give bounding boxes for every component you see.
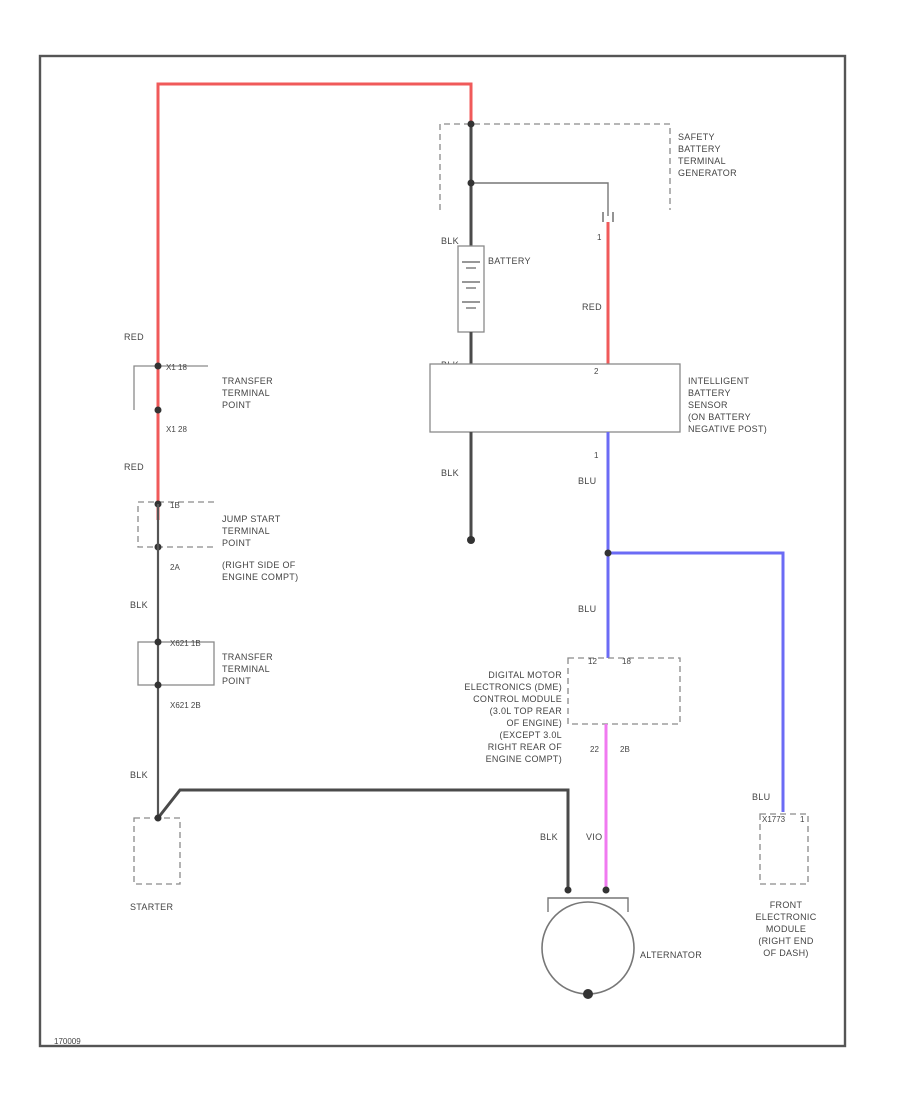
jump-start-label-4: (RIGHT SIDE OF <box>222 560 296 570</box>
dme-pin-12: 12 <box>588 657 597 666</box>
vio-label: VIO <box>586 832 602 842</box>
black-wire-starter-alternator <box>156 788 570 890</box>
dme-pin-22: 22 <box>590 745 599 754</box>
transfer-bottom-label-1: TRANSFER <box>222 652 273 662</box>
ibs-pin-bottom: 1 <box>594 451 599 460</box>
transfer-bottom-node-2 <box>154 681 162 689</box>
svg-text:RIGHT REAR OF: RIGHT REAR OF <box>488 742 562 752</box>
front-module-label: FRONT ELECTRONIC MODULE (RIGHT END OF DA… <box>755 900 816 958</box>
alternator-icon <box>541 901 635 995</box>
safety-terminal-box <box>439 123 671 210</box>
blue-splice-node <box>604 549 612 557</box>
pin-x621-1b: X621 1B <box>170 639 201 648</box>
blu-label-1: BLU <box>578 476 596 486</box>
transfer-top-label-2: TERMINAL <box>222 388 270 398</box>
pin-x1-18: X1 18 <box>166 363 187 372</box>
starter-node <box>154 814 162 822</box>
battery-symbol <box>457 245 485 333</box>
jump-start-label-5: ENGINE COMPT) <box>222 572 298 582</box>
transfer-top-box <box>133 365 208 410</box>
dme-pin-18: 18 <box>622 657 631 666</box>
svg-text:OF DASH): OF DASH) <box>763 948 808 958</box>
safety-terminal-label-1: SAFETY <box>678 132 715 142</box>
safety-connector-icon <box>602 212 614 222</box>
svg-text:ELECTRONIC: ELECTRONIC <box>755 912 816 922</box>
starter-box <box>133 817 181 885</box>
pin-x621-2b: X621 2B <box>170 701 201 710</box>
svg-text:ELECTRONICS (DME): ELECTRONICS (DME) <box>464 682 562 692</box>
dme-module-box <box>567 657 681 725</box>
svg-text:ENGINE COMPT): ENGINE COMPT) <box>486 754 562 764</box>
blu-label-2: BLU <box>578 604 596 614</box>
blk-battery-top-label: BLK <box>441 236 459 246</box>
safety-pin-label: 1 <box>597 233 602 242</box>
blk-left-1-label: BLK <box>130 600 148 610</box>
jump-start-label-2: TERMINAL <box>222 526 270 536</box>
svg-text:OF ENGINE): OF ENGINE) <box>506 718 562 728</box>
blu-label-3: BLU <box>752 792 770 802</box>
transfer-bottom-node-1 <box>154 638 162 646</box>
red-wire-main <box>156 82 473 520</box>
alternator-ground-icon <box>583 989 593 999</box>
svg-text:FRONT: FRONT <box>770 900 803 910</box>
pin-2a: 2A <box>170 563 180 572</box>
fem-pin-b: 1 <box>800 815 805 824</box>
blk-ibs-below-label: BLK <box>441 468 459 478</box>
svg-text:(RIGHT END: (RIGHT END <box>758 936 814 946</box>
alternator-node-d <box>602 886 610 894</box>
ground-icon <box>467 536 475 544</box>
transfer-top-node-1 <box>154 362 162 370</box>
red-left-mid-label: RED <box>124 462 144 472</box>
svg-text:CONTROL MODULE: CONTROL MODULE <box>473 694 562 704</box>
figure-id: 170009 <box>54 1037 81 1046</box>
dme-label: DIGITAL MOTOR ELECTRONICS (DME) CONTROL … <box>464 670 562 764</box>
pin-1b: 1B <box>170 501 180 510</box>
battery-cells-icon <box>462 261 480 309</box>
front-module-box <box>759 813 809 885</box>
transfer-bottom-label-3: POINT <box>222 676 251 686</box>
blk-left-2-label: BLK <box>130 770 148 780</box>
svg-text:(EXCEPT 3.0L: (EXCEPT 3.0L <box>500 730 562 740</box>
fem-pin-a: X1773 <box>762 815 786 824</box>
alternator-label: ALTERNATOR <box>640 950 702 960</box>
jump-start-label-1: JUMP START <box>222 514 281 524</box>
blk-alt-label: BLK <box>540 832 558 842</box>
ibs-label-5: NEGATIVE POST) <box>688 424 767 434</box>
dme-pin-2b: 2B <box>620 745 630 754</box>
red-right-label: RED <box>582 302 602 312</box>
safety-terminal-node <box>467 120 475 128</box>
svg-text:(3.0L TOP REAR: (3.0L TOP REAR <box>490 706 563 716</box>
jump-start-label-3: POINT <box>222 538 251 548</box>
ibs-label-4: (ON BATTERY <box>688 412 751 422</box>
transfer-top-node-2 <box>154 406 162 414</box>
ibs-label-3: SENSOR <box>688 400 728 410</box>
pin-x1-28: X1 28 <box>166 425 187 434</box>
transfer-top-label-1: TRANSFER <box>222 376 273 386</box>
blue-wire-branch-fem <box>608 551 785 812</box>
safety-branch-wire <box>471 182 609 216</box>
safety-terminal-label-4: GENERATOR <box>678 168 737 178</box>
red-left-top-label: RED <box>124 332 144 342</box>
alternator-housing <box>547 897 629 912</box>
transfer-bottom-box <box>137 641 215 686</box>
transfer-top-label-3: POINT <box>222 400 251 410</box>
ibs-pin-top: 2 <box>594 367 599 376</box>
svg-text:DIGITAL MOTOR: DIGITAL MOTOR <box>488 670 562 680</box>
diagram-frame <box>38 54 847 1048</box>
ibs-label-2: BATTERY <box>688 388 731 398</box>
safety-branch-node <box>467 179 475 187</box>
starter-label: STARTER <box>130 902 173 912</box>
alternator-node-b <box>564 886 572 894</box>
svg-text:MODULE: MODULE <box>766 924 806 934</box>
transfer-bottom-label-2: TERMINAL <box>222 664 270 674</box>
ibs-label-1: INTELLIGENT <box>688 376 750 386</box>
safety-terminal-label-2: BATTERY <box>678 144 721 154</box>
battery-label: BATTERY <box>488 256 531 266</box>
intelligent-battery-sensor-box <box>429 363 681 433</box>
safety-terminal-label-3: TERMINAL <box>678 156 726 166</box>
